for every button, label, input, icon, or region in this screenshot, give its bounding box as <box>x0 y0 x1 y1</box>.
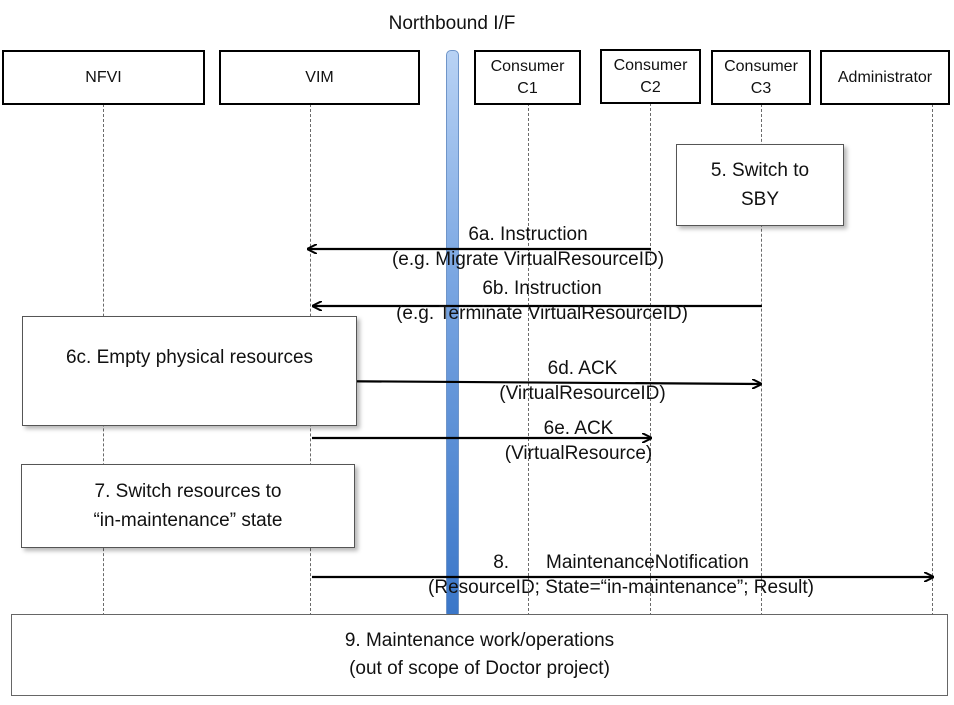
arrow-6d-ack <box>311 381 761 384</box>
step-6c-text: 6c. Empty physical resources <box>65 346 314 368</box>
actor-nfvi: NFVI <box>2 50 205 105</box>
northbound-interface-title: Northbound I/F <box>388 13 516 34</box>
step-6d-label: 6d. ACK (VirtualResourceID) <box>499 358 666 404</box>
step-6e-label: 6e. ACK (VirtualResource) <box>504 418 653 464</box>
step-9-box: 9. Maintenance work/operations (out of s… <box>11 614 948 696</box>
administrator-lifeline <box>932 104 933 616</box>
actor-consumer-c3: Consumer C3 <box>711 50 811 105</box>
actor-vim: VIM <box>219 50 420 105</box>
step-6b-label: 6b. Instruction (e.g. Terminate VirtualR… <box>396 278 688 324</box>
step-7-box: 7. Switch resources to “in-maintenance” … <box>21 464 355 548</box>
actor-consumer-c3-label: Consumer C3 <box>724 57 798 97</box>
actor-administrator-label: Administrator <box>837 68 933 86</box>
consumer-c2-lifeline <box>650 103 651 616</box>
consumer-c1-lifeline <box>528 103 529 616</box>
actor-consumer-c2: Consumer C2 <box>600 49 701 104</box>
actor-consumer-c1: Consumer C1 <box>474 50 581 105</box>
step-9-text: 9. Maintenance work/operations (out of s… <box>344 630 615 679</box>
step-5-text: 5. Switch to SBY <box>710 160 810 210</box>
actor-nfvi-label: NFVI <box>85 68 122 86</box>
step-6a-label: 6a. Instruction (e.g. Migrate VirtualRes… <box>391 224 665 270</box>
actor-vim-label: VIM <box>305 68 334 86</box>
actor-administrator: Administrator <box>820 50 950 105</box>
step-8-label: 8. MaintenanceNotification (ResourceID; … <box>428 552 814 598</box>
actor-consumer-c1-label: Consumer C1 <box>490 57 565 97</box>
actor-consumer-c2-label: Consumer C2 <box>613 56 688 96</box>
step-7-text: 7. Switch resources to “in-maintenance” … <box>93 481 283 531</box>
step-6c-box: 6c. Empty physical resources <box>22 316 357 426</box>
step-5-box: 5. Switch to SBY <box>676 144 844 226</box>
consumer-c3-lifeline <box>761 104 762 616</box>
